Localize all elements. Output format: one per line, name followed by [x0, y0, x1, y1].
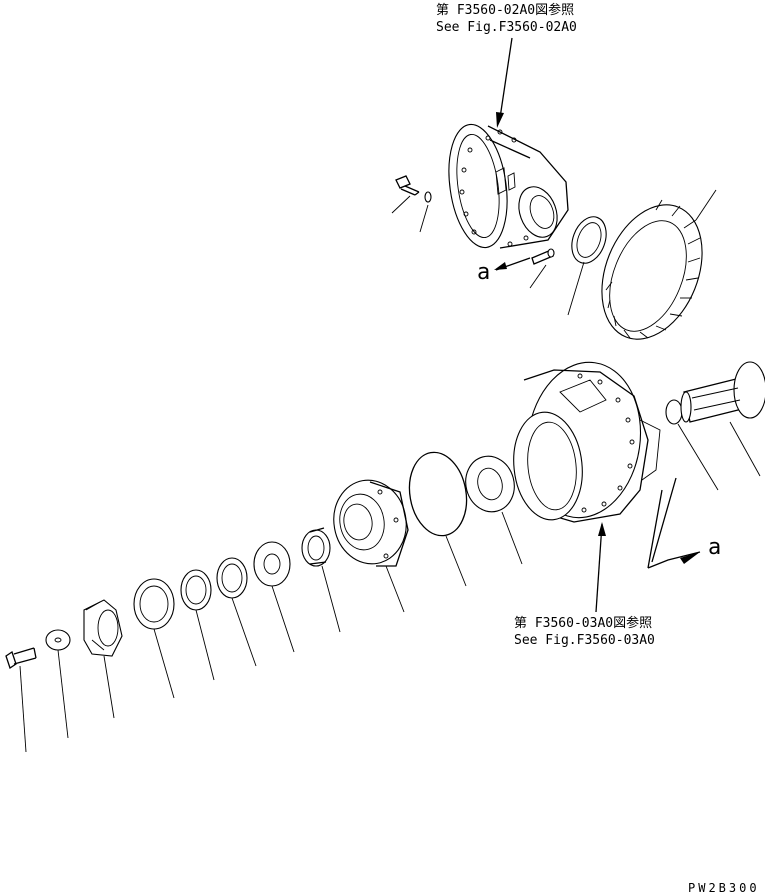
marker-a-bottom: a	[708, 535, 721, 560]
oil-seal	[133, 578, 175, 630]
bearing-cage	[333, 479, 409, 567]
top-reference-en: See Fig.F3560-02A0	[436, 20, 577, 35]
bottom-reference-leader	[595, 523, 603, 613]
large-oring	[408, 451, 468, 537]
pin	[531, 248, 555, 265]
end-bolt	[5, 647, 37, 670]
top-bearing-cup	[571, 216, 607, 264]
shim-1	[216, 557, 248, 599]
pinion-oring	[665, 399, 683, 425]
figure-code: PW2B300	[688, 881, 760, 895]
coupling-yoke	[83, 599, 123, 657]
shim-2	[180, 569, 212, 611]
top-reference-arrowhead	[496, 112, 504, 128]
bottom-reference-en: See Fig.F3560-03A0	[514, 633, 655, 648]
top-washer	[424, 191, 432, 203]
top-reference-ja: 第 F3560-02A0図参照	[436, 2, 574, 18]
end-washer	[45, 629, 71, 651]
collar	[301, 527, 331, 567]
differential-case-assembly	[448, 123, 569, 249]
ring-gear	[601, 199, 703, 340]
pinion-gear	[680, 361, 765, 423]
carrier-housing	[513, 361, 661, 523]
bearing-cone-left	[253, 541, 291, 587]
bottom-reference-ja: 第 F3560-03A0図参照	[514, 615, 652, 631]
bearing-cone-rollers	[465, 455, 515, 513]
top-bolt	[395, 175, 420, 196]
top-reference-leader	[499, 37, 513, 119]
marker-a-top: a	[477, 260, 490, 285]
